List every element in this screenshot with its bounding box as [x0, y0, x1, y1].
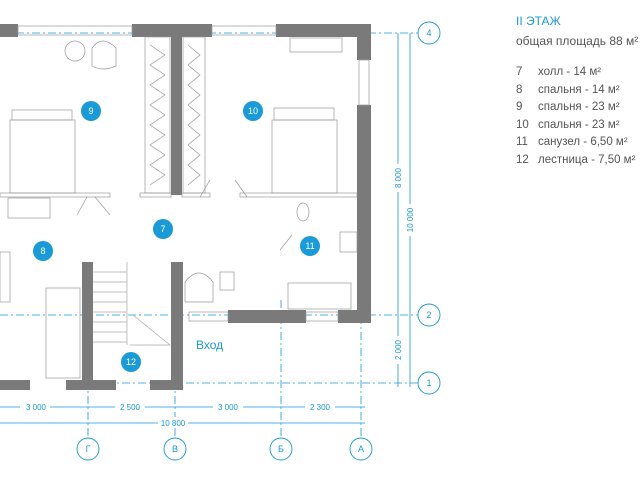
axis-label-g: Г	[86, 444, 91, 454]
dimension-labels: 3 000 2 500 3 000 2 300 10 800 8 000 10 …	[20, 164, 415, 428]
legend-item: 12 лестница - 7,50 м²	[516, 152, 640, 170]
legend-item-label: санузел - 6,50 м²	[538, 136, 628, 148]
windows	[17, 25, 370, 322]
dim-bottom-4: 2 300	[310, 403, 331, 412]
axis-label-4: 4	[426, 28, 431, 38]
dim-bottom-2: 2 500	[120, 403, 141, 412]
axis-label-1: 1	[426, 378, 431, 388]
legend-item-num: 10	[516, 118, 529, 131]
legend-item: 8 спальня - 14 м²	[516, 82, 640, 100]
room-marker-11: 11	[305, 241, 314, 251]
room-marker-8: 8	[40, 246, 45, 256]
walls	[0, 24, 371, 390]
room-marker-9: 9	[88, 106, 93, 116]
dim-right-3: 2 000	[394, 339, 403, 360]
dim-right-2: 10 000	[406, 207, 415, 232]
legend-item: 10 спальня - 23 м²	[516, 117, 640, 135]
dim-bottom-3: 3 000	[218, 403, 239, 412]
legend-item: 9 спальня - 23 м²	[516, 99, 640, 117]
legend-item-label: холл - 14 м²	[538, 66, 602, 78]
legend-item-label: спальня - 23 м²	[538, 101, 620, 113]
legend-item: 7 холл - 14 м²	[516, 64, 640, 82]
legend-room-list: 7 холл - 14 м² 8 спальня - 14 м² 9 спальня …	[516, 64, 640, 169]
axis-lines	[0, 32, 418, 440]
legend-item-num: 9	[516, 101, 523, 113]
axis-label-b: Б	[278, 444, 284, 454]
legend-item-label: спальня - 14 м²	[538, 83, 620, 96]
axis-bubbles	[76, 21, 441, 461]
legend-item-num: 7	[516, 66, 523, 78]
legend-title: II ЭТАЖ	[516, 14, 561, 28]
axis-label-2: 2	[426, 310, 431, 320]
dim-bottom-1: 3 000	[26, 403, 47, 412]
room-marker-12: 12	[126, 357, 136, 367]
room-marker-10: 10	[248, 106, 258, 116]
legend-item-num: 8	[516, 83, 523, 96]
axis-label-a: А	[358, 444, 364, 454]
furniture	[0, 36, 358, 379]
legend-item: 11 санузел - 6,50 м²	[516, 134, 640, 152]
axis-label-v: В	[172, 444, 178, 454]
entrance-label: Вход	[196, 338, 224, 352]
legend-item-num: 12	[516, 153, 529, 166]
dim-right-1: 8 000	[394, 167, 403, 188]
room-marker-7: 7	[160, 224, 165, 234]
legend-item-label: спальня - 23 м²	[538, 118, 620, 131]
dim-total-width: 10 800	[161, 419, 186, 428]
legend-item-label: лестница - 7,50 м²	[538, 153, 636, 166]
legend-total-area: общая площадь 88 м²	[516, 34, 639, 48]
room-markers	[33, 101, 320, 372]
legend-item-num: 11	[516, 136, 528, 148]
legend: II ЭТАЖ общая площадь 88 м² 7 холл - 14 м…	[516, 14, 640, 169]
